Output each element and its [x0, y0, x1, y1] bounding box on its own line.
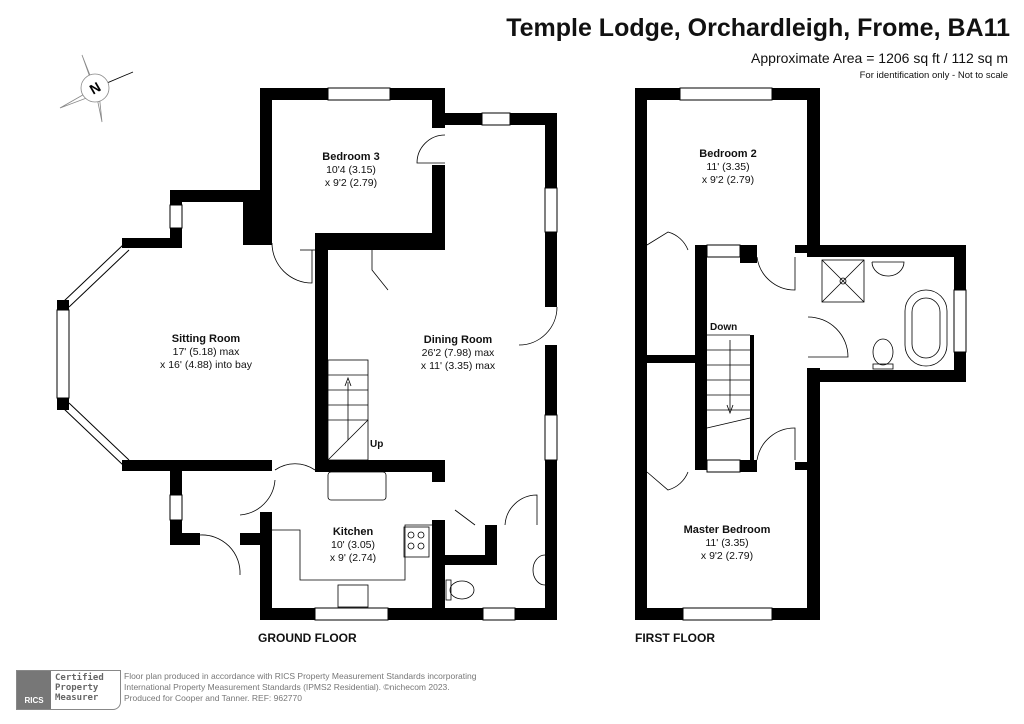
ground-floor-doors-stairs	[199, 134, 558, 608]
footer-line: International Property Measurement Stand…	[124, 682, 450, 692]
badge-line: Certified	[55, 673, 104, 683]
room-dim-1: 26'2 (7.98) max	[421, 347, 495, 359]
room-name: Kitchen	[332, 526, 374, 538]
compass-icon: N	[59, 54, 134, 123]
room-dim-2: x 11' (3.35) max	[420, 360, 496, 372]
room-dim-1: 11' (3.35)	[705, 537, 749, 549]
first-floor-fixtures	[646, 231, 948, 491]
first-floor-windows	[679, 87, 967, 621]
first-floor-walls	[635, 88, 966, 620]
room-dim-1: 11' (3.35)	[706, 161, 750, 173]
footer-disclaimer: Floor plan produced in accordance with R…	[124, 671, 524, 704]
ground-floor-walls	[57, 88, 557, 620]
scale-disclaimer: For identification only - Not to scale	[859, 70, 1008, 81]
ground-floor-windows	[56, 87, 558, 621]
stairs-down-label: Down	[710, 322, 738, 333]
property-title: Temple Lodge, Orchardleigh, Frome, BA11	[506, 14, 1010, 42]
room-dim-2: x 16' (4.88) into bay	[160, 359, 252, 371]
stairs-up-label: Up	[370, 439, 384, 450]
room-dim-2: x 9'2 (2.79)	[324, 177, 378, 189]
rics-logo: RICS	[17, 671, 51, 709]
room-name: Dining Room	[423, 334, 493, 346]
footer-line: Floor plan produced in accordance with R…	[124, 671, 477, 681]
room-name: Master Bedroom	[683, 524, 771, 536]
badge-line: Measurer	[55, 693, 99, 703]
room-dim-2: x 9' (2.74)	[329, 552, 377, 564]
badge-line: Property	[55, 683, 99, 693]
room-dim-2: x 9'2 (2.79)	[701, 174, 755, 186]
footer-line: Produced for Cooper and Tanner. REF: 962…	[124, 693, 302, 703]
room-dim-1: 10' (3.05)	[330, 539, 376, 551]
ground-floor-label: GROUND FLOOR	[258, 631, 357, 645]
room-dim-1: 10'4 (3.15)	[326, 164, 376, 176]
room-dim-2: x 9'2 (2.79)	[700, 550, 754, 562]
approximate-area: Approximate Area = 1206 sq ft / 112 sq m	[751, 50, 1008, 66]
room-name: Bedroom 3	[322, 151, 380, 163]
first-floor-label: FIRST FLOOR	[635, 631, 715, 645]
room-name: Bedroom 2	[699, 148, 757, 160]
room-name: Sitting Room	[171, 333, 241, 345]
room-dim-1: 17' (5.18) max	[172, 346, 240, 358]
